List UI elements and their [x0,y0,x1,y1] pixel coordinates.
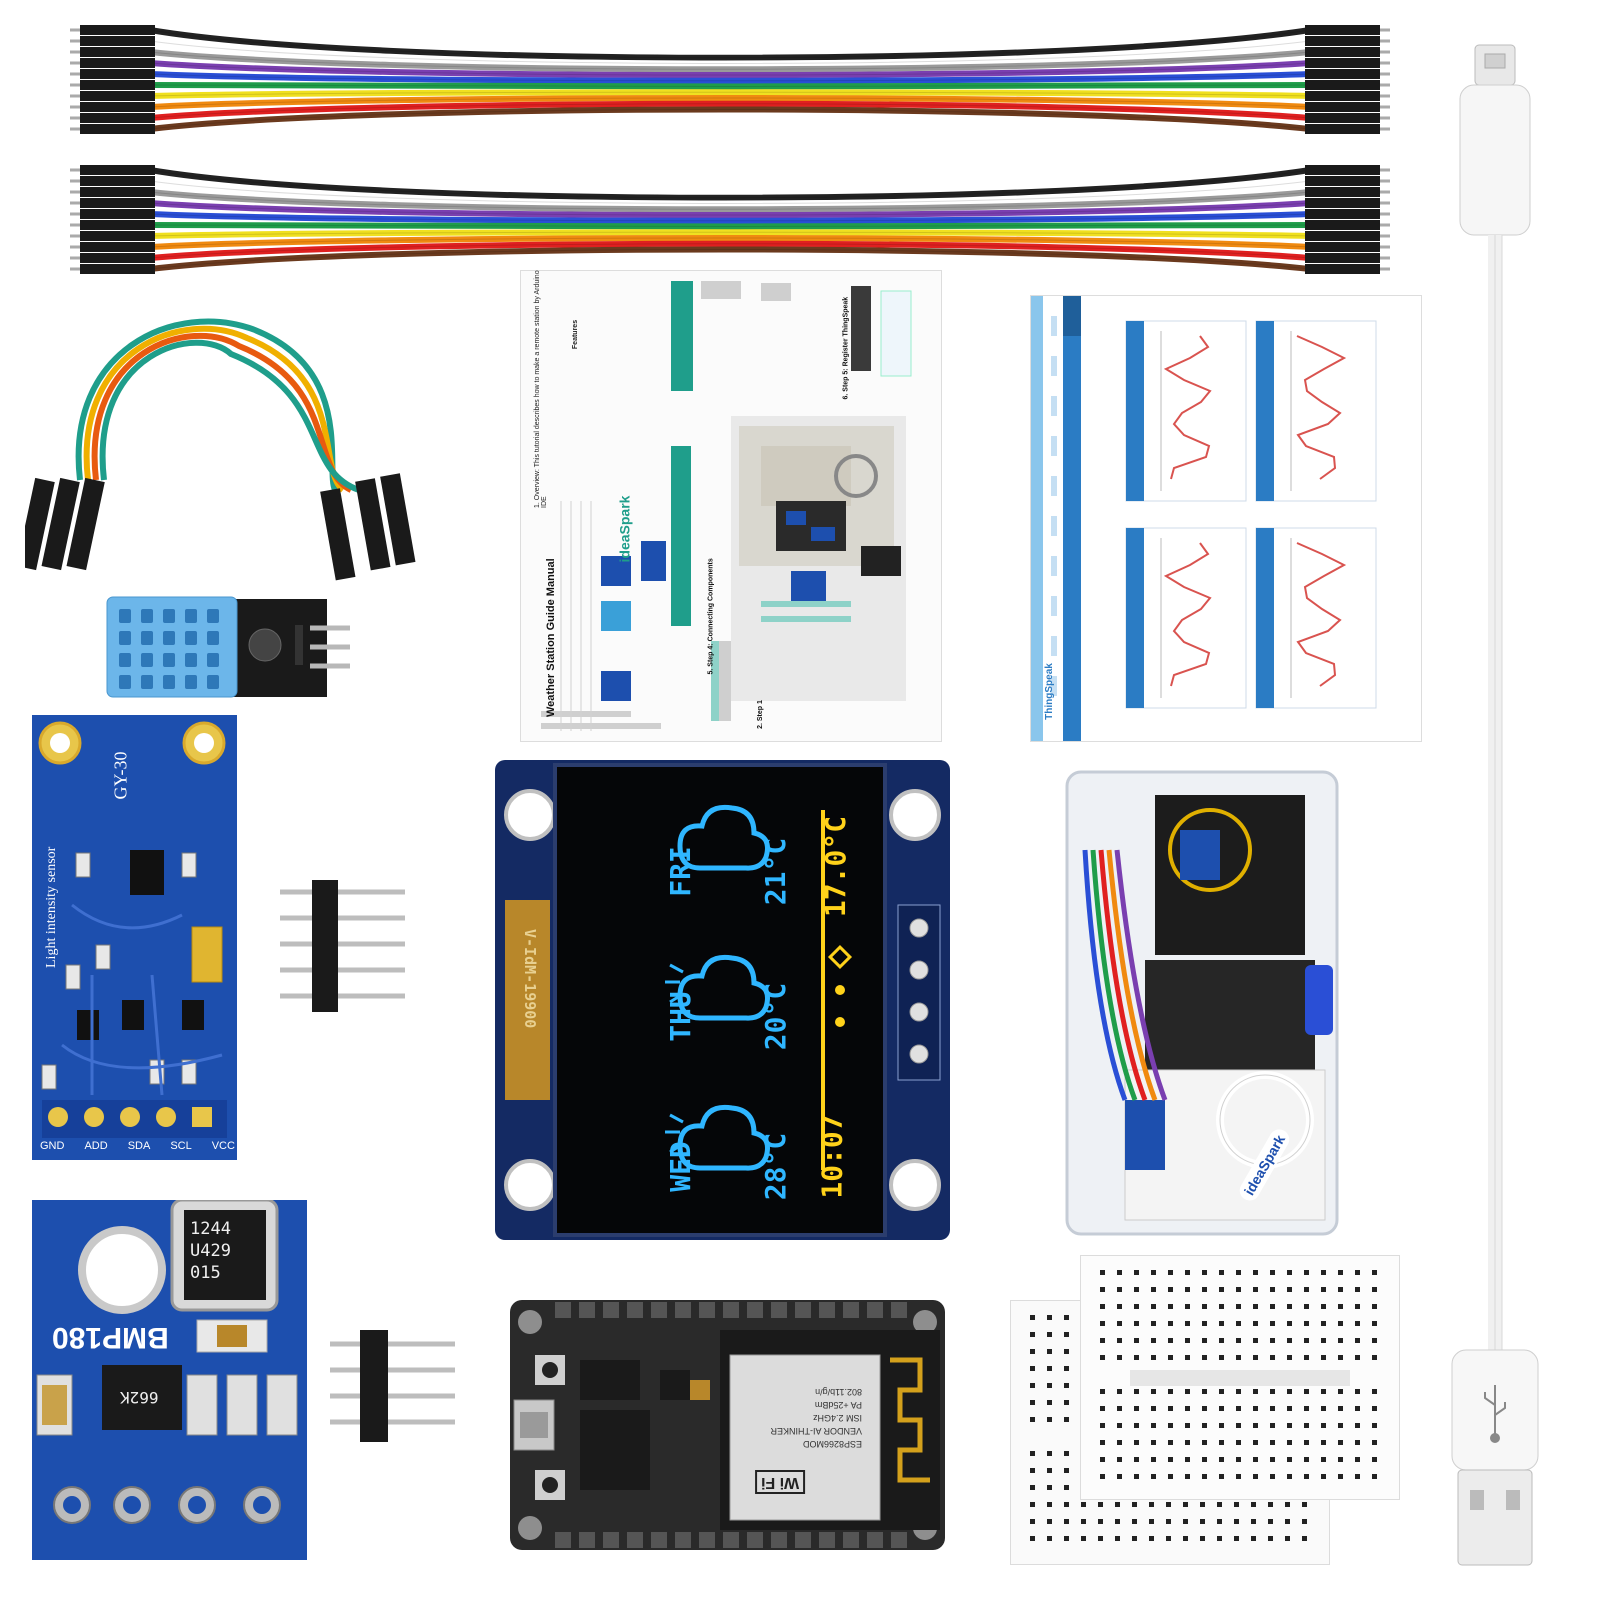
dht11-sensor-module [105,595,350,700]
esp-module-line-3: ISM 2.4GHz [812,1413,862,1423]
jumper-wire-bundle-bottom [70,155,1390,295]
wifi-logo: Wi Fi [755,1470,806,1494]
gy30-pin-scl: SCL [170,1140,192,1152]
esp-module-line-4: PA +25dBm [814,1400,862,1410]
gy30-pin-labels: GND ADD SDA SCL VCC [40,1140,235,1152]
weather-station-manual: Weather Station Guide Manual 1. Overview… [520,270,942,742]
esp-module-line-2: VENDOR AI-THINKER [770,1426,862,1436]
gy30-pin-add: ADD [84,1140,108,1152]
manual-features: Features [572,319,580,350]
gy30-caption: Light intensity sensor [44,846,59,968]
oled-day-wed: WED [663,1141,697,1192]
manual-step-register: 6. Step 5: Register ThingSpeak [842,296,850,400]
gy30-pin-vcc: VCC [211,1140,235,1152]
thingspeak-brand: ThingSpeak [1043,663,1055,720]
pin-header-4 [330,1330,460,1445]
oled-current-temp: 17.0°C [819,815,853,918]
oled-time: 10:07 [815,1114,849,1199]
oled-day-fri: FRI [663,846,697,897]
dht-sensor-cable [25,290,425,590]
bmp180-regulator-marking: 662K [120,1388,159,1407]
manual-brand: ideaSpark [616,495,633,563]
manual-step1: 2. Step 1 [756,700,764,729]
oled-temp-fri: 21°C [759,837,793,906]
bmp180-chip-marking: 1244 U429 015 [190,1218,231,1284]
oled-temp-thu: 20°C [759,982,793,1051]
pin-header-5 [280,880,410,1015]
oled-temp-wed: 28°C [759,1132,793,1201]
gy30-pin-sda: SDA [127,1140,151,1152]
cloud-icon-fri [677,804,770,871]
gy30-pin-gnd: GND [40,1140,65,1152]
bmp180-pressure-sensor-board: BMP180 1244 U429 015 662K [32,1200,307,1560]
thingspeak-dashboard-doc: ThingSpeak [1030,295,1422,742]
oled-model-label: V-IdM-19900 [521,929,539,1029]
bmp180-chip-line-1: 1244 [190,1219,231,1239]
mini-breadboard-front [1080,1255,1400,1500]
micro-usb-cable [1440,40,1560,1570]
esp-module-line-5: 802.11b/g/n [815,1387,862,1397]
esp-module-marking: ESP8266MOD VENDOR AI-THINKER ISM 2.4GHz … [770,1385,862,1450]
gy30-model-label: GY-30 [110,751,131,800]
manual-step-connect: 5. Step 4: Connecting Components [707,558,715,675]
gy30-light-sensor-board: GY-30 Light intensity sensor GND ADD SDA… [32,715,237,1160]
manual-overview: 1. Overview: This tutorial describes how… [534,270,548,508]
bmp180-chip-line-3: 015 [190,1263,221,1283]
jumper-wire-bundle-top [70,15,1390,155]
esp8266-nodemcu-board: ESP8266MOD VENDOR AI-THINKER ISM 2.4GHz … [510,1300,945,1550]
storage-case: ideaSpark [1065,770,1365,1240]
bmp180-model-label: BMP180 [52,1321,169,1354]
manual-title: Weather Station Guide Manual [545,558,557,717]
oled-display-module: V-IdM-19900 FRI 21°C THU 20°C WED 28°C 1… [495,760,950,1240]
bmp180-chip-line-2: U429 [190,1241,231,1261]
esp-module-line-1: ESP8266MOD [802,1439,862,1449]
oled-day-thu: THU [663,991,697,1042]
